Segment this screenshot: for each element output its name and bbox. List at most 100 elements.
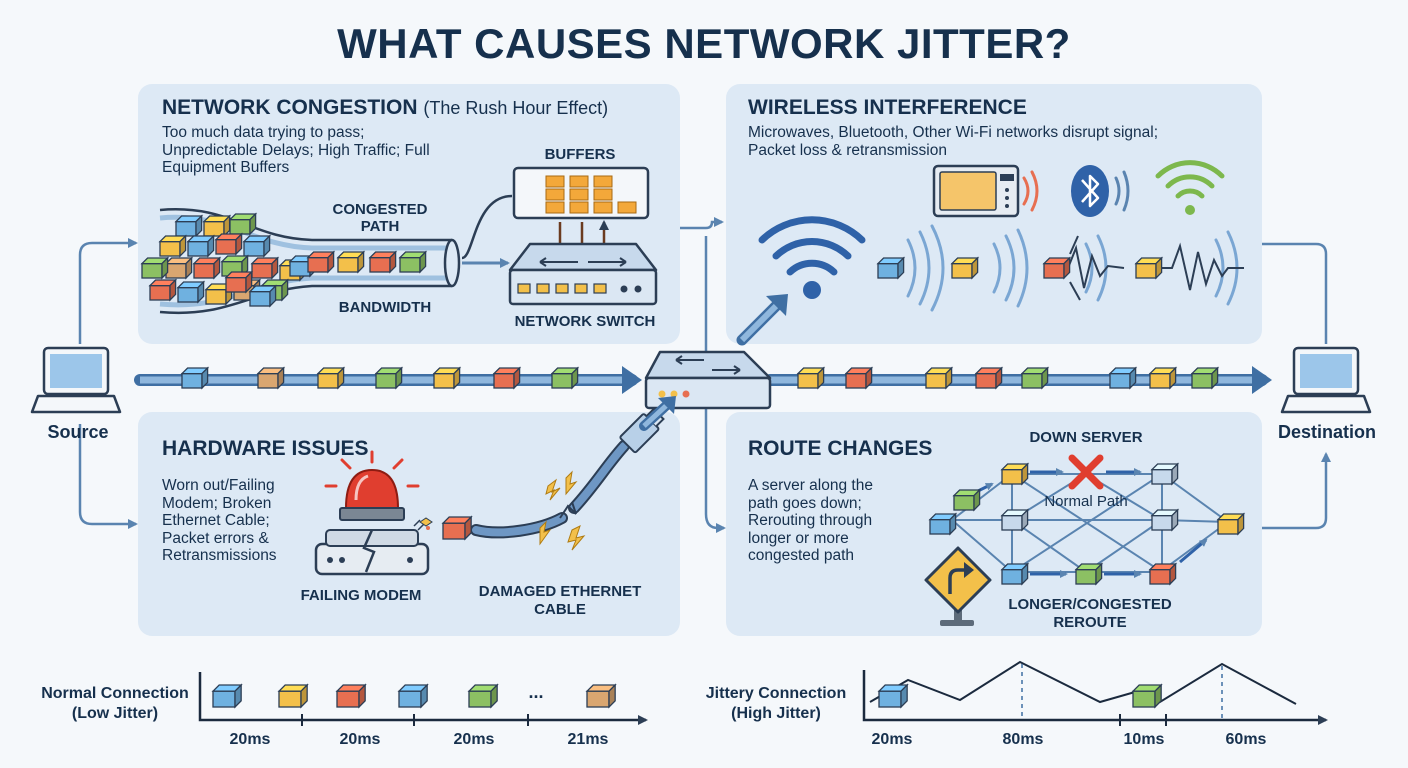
packet-cube xyxy=(248,284,278,308)
wifi-icon xyxy=(1155,160,1225,215)
packet-cube xyxy=(224,270,254,294)
congested-path-label: CONGESTED PATH xyxy=(332,201,428,235)
packet-cube xyxy=(398,250,428,274)
packet-cube xyxy=(432,366,462,390)
packet-cube xyxy=(441,515,473,541)
detour-sign-icon xyxy=(924,546,992,626)
hardware-description: Worn out/Failing Modem; Broken Ethernet … xyxy=(162,477,277,564)
congestion-description: Too much data trying to pass; Unpredicta… xyxy=(162,124,430,176)
down-server-x-icon xyxy=(1068,454,1104,490)
microwave-icon xyxy=(932,164,1039,218)
packet-cube xyxy=(368,250,398,274)
packet-cube xyxy=(492,366,522,390)
network-switch-icon xyxy=(508,242,658,306)
reroute-label: LONGER/CONGESTED REROUTE xyxy=(1008,596,1172,631)
jitter-interval-4: 60ms xyxy=(1225,731,1267,748)
buffer-connector xyxy=(461,194,513,260)
packet-cube xyxy=(467,683,499,709)
wireless-description: Microwaves, Bluetooth, Other Wi-Fi netwo… xyxy=(748,124,1159,159)
failing-modem-icon xyxy=(314,450,430,576)
packet-cube xyxy=(1190,366,1220,390)
broken-packet-fragment xyxy=(419,517,433,530)
destination-label: Destination xyxy=(1277,422,1376,442)
packet-cube xyxy=(1216,512,1246,536)
buffers-label: BUFFERS xyxy=(544,146,616,163)
normal-interval-3: 20ms xyxy=(453,731,495,748)
packet-cube xyxy=(796,366,826,390)
packet-cube xyxy=(550,366,580,390)
packet-cube xyxy=(924,366,954,390)
packet-cube xyxy=(928,512,958,536)
packet-cube xyxy=(974,366,1004,390)
packet-cube xyxy=(877,683,909,709)
packet-cube xyxy=(148,278,178,302)
hardware-panel xyxy=(138,412,680,636)
hardware-heading: HARDWARE ISSUES xyxy=(162,437,369,460)
interference-zigzag xyxy=(1067,235,1244,301)
packet-cube xyxy=(256,366,286,390)
packet-cube xyxy=(242,234,272,258)
packet-cube xyxy=(228,212,258,236)
hardware-packets xyxy=(441,515,473,541)
packet-cube xyxy=(202,214,232,238)
packet-cube xyxy=(214,232,244,256)
packet-cube xyxy=(316,366,346,390)
packet-cube xyxy=(1000,562,1030,586)
destination-laptop-icon xyxy=(1280,346,1372,414)
packet-cube xyxy=(174,214,204,238)
bluetooth-icon xyxy=(1071,165,1130,217)
packet-cube xyxy=(250,256,280,280)
jitter-interval-1: 20ms xyxy=(871,731,913,748)
routes-description: A server along the path goes down; Rerou… xyxy=(748,477,873,564)
packet-cube xyxy=(1131,683,1163,709)
packet-cube xyxy=(1150,508,1180,532)
source-label: Source xyxy=(47,422,109,442)
jitter-interval-2: 80ms xyxy=(1002,731,1044,748)
packet-cube xyxy=(844,366,874,390)
routes-heading: ROUTE CHANGES xyxy=(748,437,933,460)
congestion-packets xyxy=(140,212,428,308)
normal-interval-2: 20ms xyxy=(339,731,381,748)
network-switch-label: NETWORK SWITCH xyxy=(514,313,656,330)
normal-timeline-packets xyxy=(211,683,617,709)
jitter-line xyxy=(869,660,1297,718)
packet-cube xyxy=(1148,366,1178,390)
route-nodes xyxy=(928,462,1246,586)
jitter-interval-3: 10ms xyxy=(1123,731,1165,748)
normal-timeline-axis xyxy=(198,672,648,726)
packet-cube xyxy=(158,234,188,258)
packet-cube xyxy=(1108,366,1138,390)
bandwidth-label: BANDWIDTH xyxy=(338,299,432,316)
packet-cube xyxy=(176,280,206,304)
buffers-icon xyxy=(512,166,650,248)
normal-interval-4: 21ms xyxy=(567,731,609,748)
packet-cube xyxy=(1000,462,1030,486)
flow-packets xyxy=(180,366,1220,390)
congestion-heading: NETWORK CONGESTION (The Rush Hour Effect… xyxy=(162,96,608,120)
packet-cube xyxy=(1000,508,1030,532)
jitter-timeline-packets xyxy=(877,683,1163,709)
packet-cube xyxy=(211,683,243,709)
normal-connection-label: Normal Connection (Low Jitter) xyxy=(41,685,189,722)
packet-cube xyxy=(952,488,982,512)
down-server-label: DOWN SERVER xyxy=(1029,429,1143,446)
jittery-connection-label: Jittery Connection (High Jitter) xyxy=(705,685,847,722)
source-laptop-icon xyxy=(30,346,122,414)
packet-cube xyxy=(277,683,309,709)
congestion-title: NETWORK CONGESTION xyxy=(162,96,418,119)
packet-cube xyxy=(585,683,617,709)
spark-icon xyxy=(539,470,586,551)
damaged-cable-label: DAMAGED ETHERNET CABLE xyxy=(478,583,642,618)
packet-cube xyxy=(1042,256,1072,280)
route-arrows xyxy=(971,468,1208,578)
normal-timeline-ellipsis: ... xyxy=(528,682,544,702)
packet-cube xyxy=(180,366,210,390)
packet-cube xyxy=(1150,462,1180,486)
packet-cube xyxy=(140,256,170,280)
central-switch-icon xyxy=(644,350,772,410)
packet-cube xyxy=(876,256,906,280)
packet-cube xyxy=(950,256,980,280)
packet-cube xyxy=(1134,256,1164,280)
congestion-subtitle: (The Rush Hour Effect) xyxy=(423,98,609,118)
